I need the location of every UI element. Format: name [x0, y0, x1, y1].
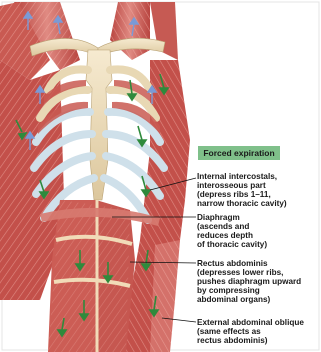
label-internal-intercostals: Internal intercostals, interosseous part…: [197, 172, 319, 208]
label-external-oblique: External abdominal oblique (same effects…: [197, 318, 319, 345]
label-desc: (depresses lower ribs, pushes diaphragm …: [197, 268, 319, 304]
label-name: Internal intercostals,: [197, 172, 319, 181]
label-desc: (same effects as rectus abdominis): [197, 327, 319, 345]
label-name: Rectus abdominis: [197, 259, 319, 268]
label-name: External abdominal oblique: [197, 318, 319, 327]
label-rectus-abdominis: Rectus abdominis (depresses lower ribs, …: [197, 259, 319, 304]
label-diaphragm: Diaphragm (ascends and reduces depth of …: [197, 213, 319, 249]
label-desc: (ascends and reduces depth of thoracic c…: [197, 222, 319, 249]
label-name: Diaphragm: [197, 213, 319, 222]
figure-title: Forced expiration: [198, 146, 280, 160]
label-desc: interosseous part (depress ribs 1–11, na…: [197, 181, 319, 208]
